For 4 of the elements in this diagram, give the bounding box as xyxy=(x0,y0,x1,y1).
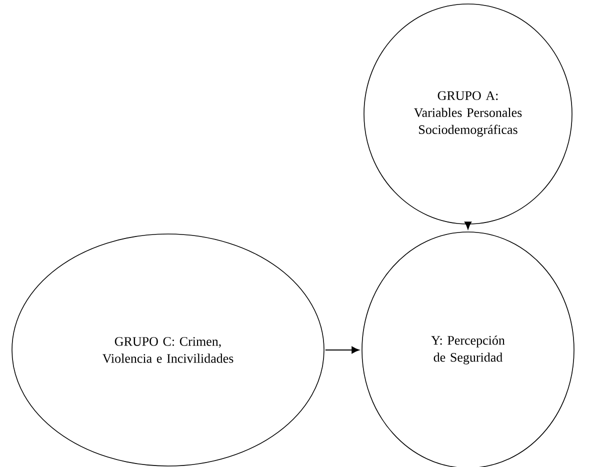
arrow xyxy=(464,222,472,230)
ellipse-node: GRUPO A: Variables Personales Sociodemográficas xyxy=(364,4,572,224)
arrow xyxy=(324,346,360,354)
ellipse-node: GRUPO C: Crimen, Violencia e Incivilidades xyxy=(12,234,324,466)
